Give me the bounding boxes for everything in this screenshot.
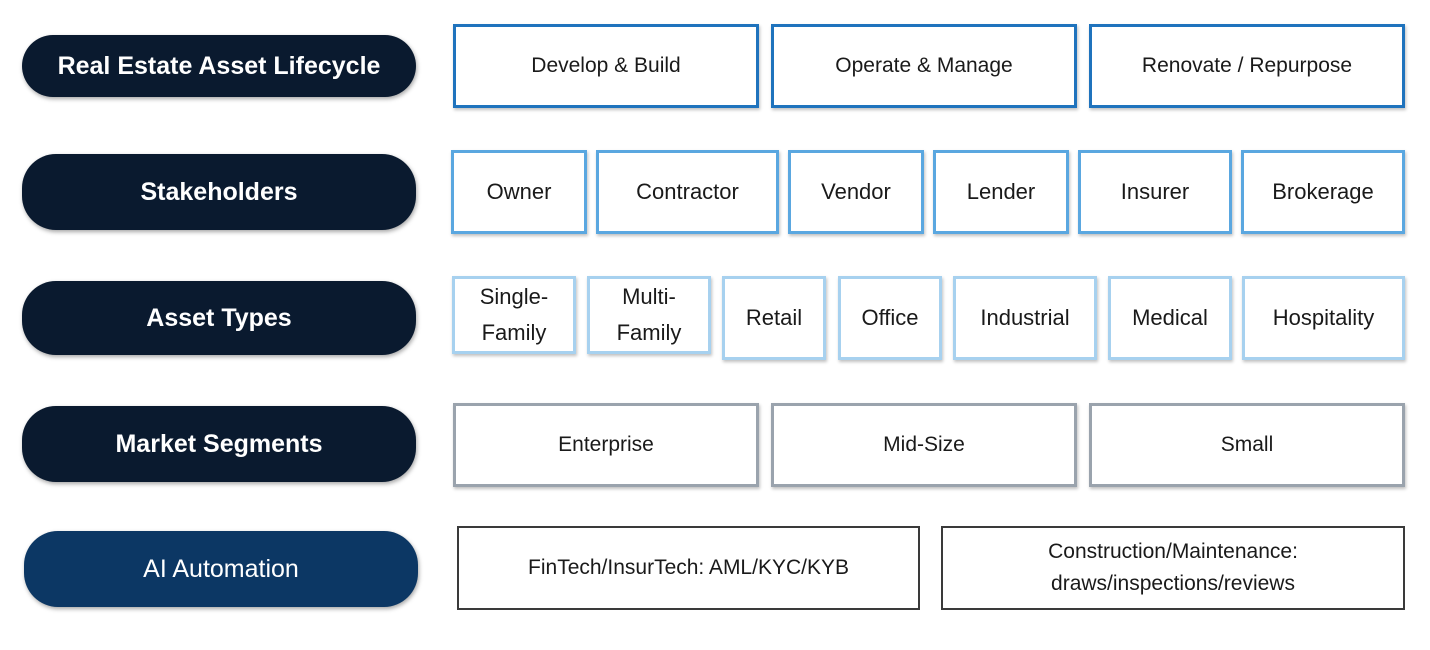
asset-office: Office <box>838 276 942 360</box>
asset-retail: Retail <box>722 276 826 360</box>
segment-enterprise: Enterprise <box>453 403 759 487</box>
stakeholder-insurer: Insurer <box>1078 150 1232 234</box>
row-label-lifecycle: Real Estate Asset Lifecycle <box>22 35 416 97</box>
stakeholder-lender: Lender <box>933 150 1069 234</box>
row-label-ai-automation: AI Automation <box>24 531 418 607</box>
asset-multi-family: Multi- Family <box>587 276 711 354</box>
lifecycle-operate-manage: Operate & Manage <box>771 24 1077 108</box>
row-label-asset-types: Asset Types <box>22 281 416 355</box>
segment-mid-size: Mid-Size <box>771 403 1077 487</box>
asset-industrial: Industrial <box>953 276 1097 360</box>
stakeholder-brokerage: Brokerage <box>1241 150 1405 234</box>
lifecycle-renovate-repurpose: Renovate / Repurpose <box>1089 24 1405 108</box>
stakeholder-owner: Owner <box>451 150 587 234</box>
segment-small: Small <box>1089 403 1405 487</box>
asset-medical: Medical <box>1108 276 1232 360</box>
ai-construction-maintenance: Construction/Maintenance: draws/inspecti… <box>941 526 1405 610</box>
row-label-stakeholders: Stakeholders <box>22 154 416 230</box>
row-label-market-segments: Market Segments <box>22 406 416 482</box>
ai-fintech-insurtech: FinTech/InsurTech: AML/KYC/KYB <box>457 526 920 610</box>
asset-hospitality: Hospitality <box>1242 276 1405 360</box>
stakeholder-vendor: Vendor <box>788 150 924 234</box>
stakeholder-contractor: Contractor <box>596 150 779 234</box>
lifecycle-develop-build: Develop & Build <box>453 24 759 108</box>
asset-single-family: Single- Family <box>452 276 576 354</box>
